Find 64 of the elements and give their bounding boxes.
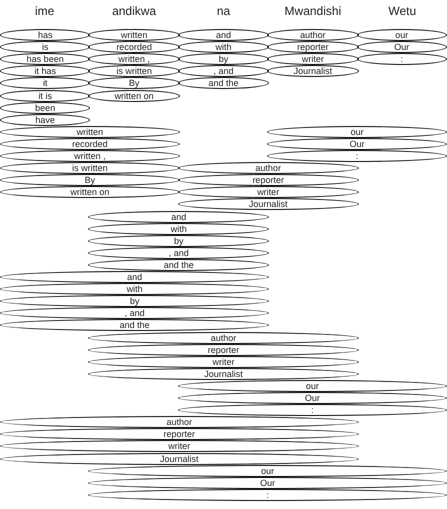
phrase-oval: writer	[178, 186, 359, 198]
phrase-oval: author	[267, 29, 359, 41]
phrase-oval: been	[0, 102, 90, 114]
phrase-oval: reporter	[88, 344, 359, 356]
phrase-oval: and the	[88, 258, 270, 271]
phrase-oval: our	[267, 126, 447, 138]
phrase-oval: Journalist	[178, 198, 359, 210]
phrase-oval: with	[88, 222, 270, 235]
phrase-oval: recorded	[0, 138, 180, 150]
column-header: na	[216, 4, 232, 18]
phrase-oval: and	[0, 271, 270, 283]
phrase-oval: :	[267, 150, 447, 162]
column-header: Wetu	[387, 4, 418, 18]
phrase-oval: reporter	[267, 41, 359, 54]
phrase-oval: writer	[88, 356, 359, 368]
phrase-oval: Our	[178, 392, 447, 404]
phrase-oval: our	[178, 380, 447, 392]
phrase-oval: by	[178, 53, 270, 66]
phrase-oval: and	[178, 29, 270, 41]
phrase-oval: by	[0, 295, 270, 308]
phrase-oval: with	[178, 41, 270, 54]
phrase-oval: and the	[178, 77, 270, 90]
column-header: andikwa	[111, 4, 158, 18]
phrase-oval: have	[0, 114, 90, 126]
phrase-oval: with	[0, 283, 270, 296]
phrase-oval: , and	[88, 246, 270, 259]
phrase-oval: written	[0, 126, 180, 138]
phrase-oval: :	[356, 53, 447, 66]
phrase-oval: reporter	[0, 428, 359, 440]
phrase-oval: By	[88, 77, 180, 90]
phrase-oval: Journalist	[88, 368, 359, 380]
phrase-oval: recorded	[88, 41, 180, 54]
phrase-oval: Journalist	[267, 65, 359, 78]
phrase-oval: Our	[88, 476, 447, 489]
phrase-oval: author	[178, 162, 359, 174]
phrase-oval: writer	[267, 53, 359, 66]
phrase-oval: it has	[0, 65, 90, 78]
phrase-oval: , and	[0, 307, 270, 320]
phrase-oval: and	[88, 210, 270, 222]
phrase-oval: has	[0, 29, 90, 41]
phrase-oval: Our	[267, 138, 447, 150]
phrase-oval: our	[88, 464, 447, 477]
phrase-oval: reporter	[178, 174, 359, 186]
phrase-oval: written ,	[0, 150, 180, 162]
phrase-oval: written	[88, 29, 180, 41]
phrase-oval: Journalist	[0, 452, 359, 464]
phrase-oval: written ,	[88, 53, 180, 66]
column-header: ime	[34, 4, 56, 18]
phrase-oval: is written	[88, 65, 180, 78]
phrase-oval: Our	[356, 41, 447, 54]
column-header: Mwandishi	[284, 4, 342, 18]
phrase-oval: author	[0, 416, 359, 428]
phrase-oval: :	[88, 488, 447, 501]
phrase-oval: is	[0, 41, 90, 54]
phrase-oval: and the	[0, 319, 270, 332]
phrase-oval: , and	[178, 65, 270, 78]
phrase-oval: it	[0, 77, 90, 90]
phrase-oval: author	[88, 332, 359, 344]
phrase-oval: writer	[0, 440, 359, 452]
phrase-oval: it is	[0, 90, 90, 102]
phrase-oval: has been	[0, 53, 90, 66]
phrase-oval: by	[88, 234, 270, 247]
phrase-oval: written on	[88, 90, 180, 102]
phrase-oval: :	[178, 404, 447, 416]
